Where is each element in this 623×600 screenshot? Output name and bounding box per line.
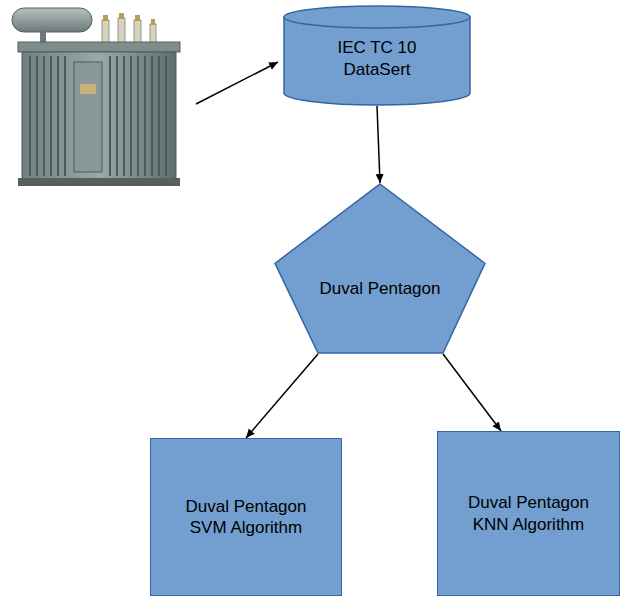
dataset-cylinder: IEC TC 10 DataSert <box>283 5 471 106</box>
pentagon-outline <box>274 183 486 354</box>
node-text: IEC TC 10 DataSert <box>317 37 437 80</box>
pentagon-shape: Duval Pentagon <box>274 183 486 354</box>
flow-arrow <box>443 354 501 431</box>
node-text: Duval Pentagon SVM Algorithm <box>171 496 321 539</box>
process-box: Duval Pentagon KNN Algorithm <box>437 431 620 596</box>
node-text: Duval Pentagon KNN Algorithm <box>454 492 604 535</box>
input-arrow <box>196 62 278 104</box>
process-box: Duval Pentagon SVM Algorithm <box>150 438 342 596</box>
flow-arrow <box>246 354 318 438</box>
node-text: Duval Pentagon <box>300 278 460 299</box>
flow-arrow <box>377 106 380 183</box>
